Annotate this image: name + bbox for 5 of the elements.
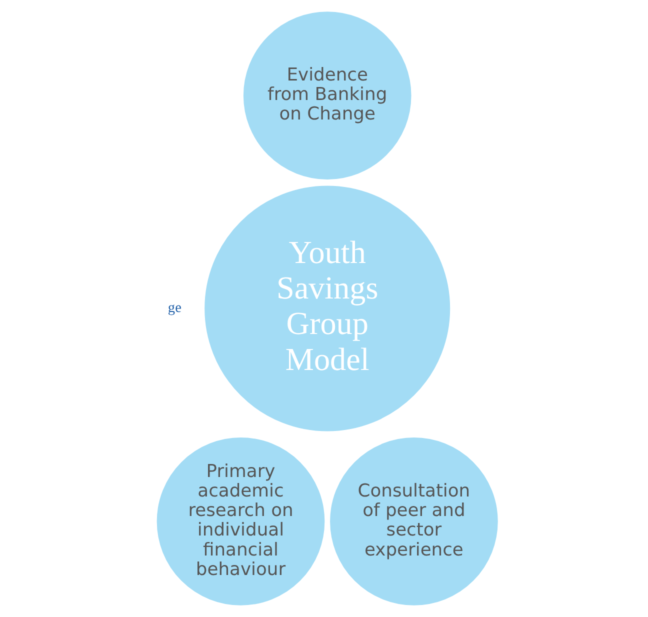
node-circle: Evidence from Banking on Change xyxy=(243,12,412,180)
node-circle: Youth Savings Group Model xyxy=(204,186,450,432)
node-circle: Primary academic research on individual financial behaviour xyxy=(156,438,325,606)
label: ge xyxy=(168,300,182,316)
node-circle: Consultation of peer and sector experience xyxy=(330,438,498,606)
